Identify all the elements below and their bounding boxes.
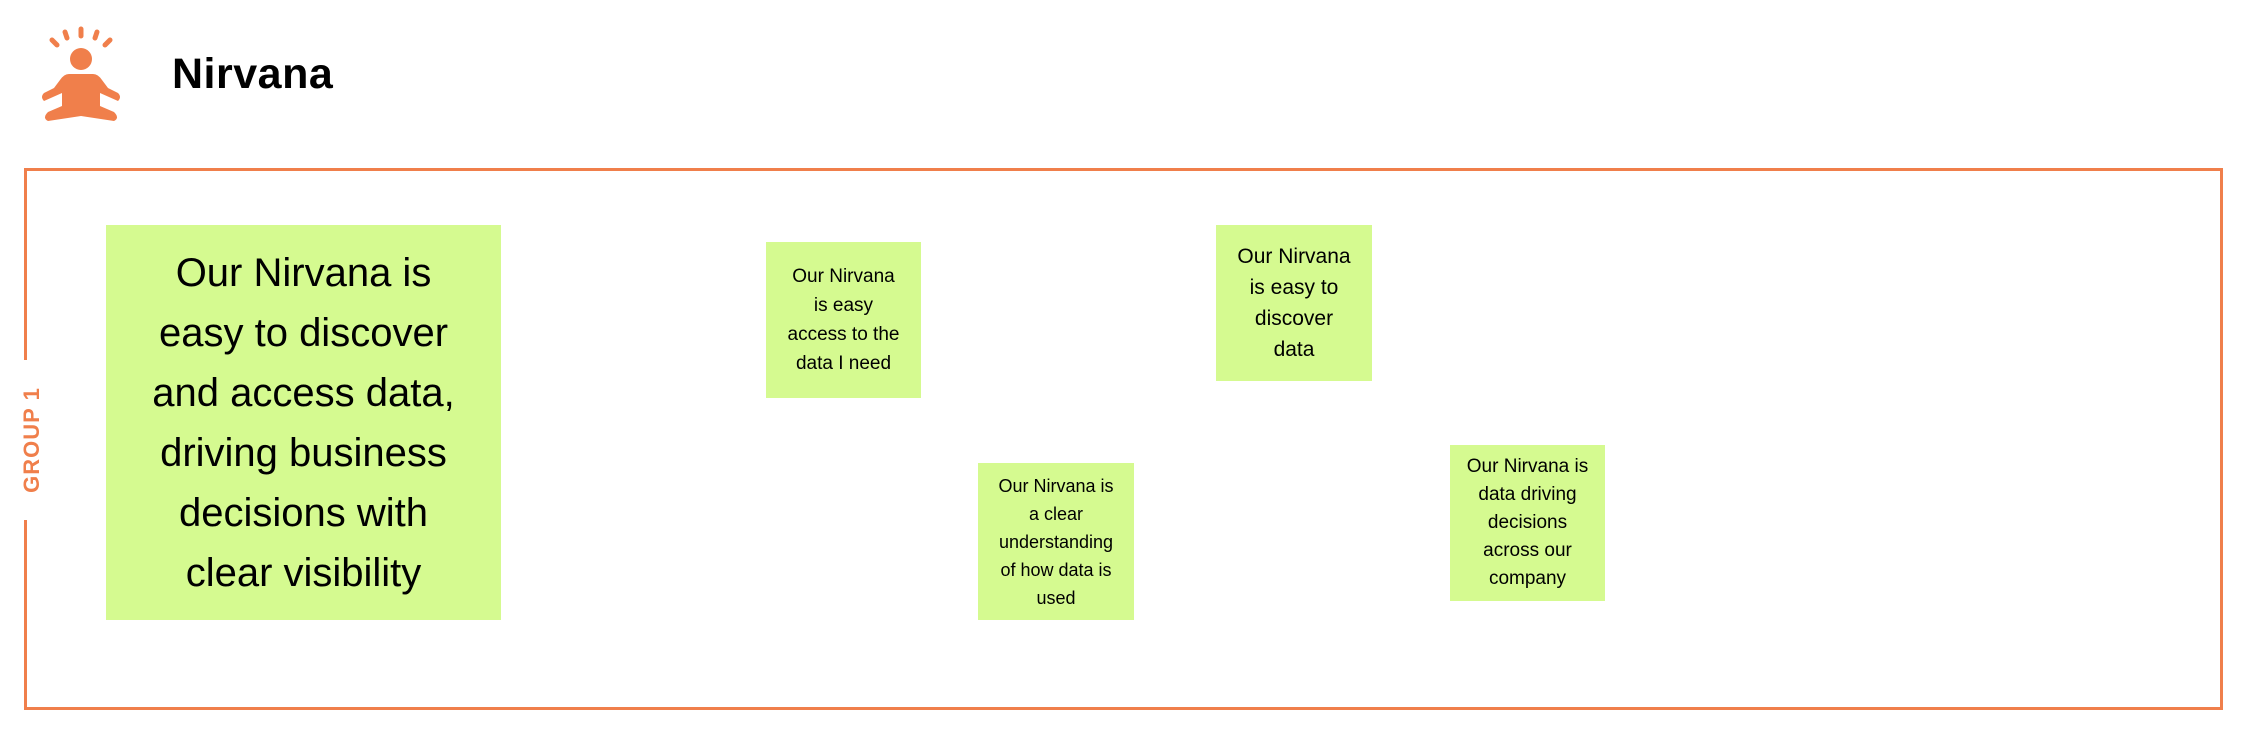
sticky-note[interactable]: Our Nirvana is a clear understanding of … (978, 463, 1134, 620)
sticky-note[interactable]: Our Nirvana is easy access to the data I… (766, 242, 921, 398)
sticky-note[interactable]: Our Nirvana is easy to discover and acce… (106, 225, 501, 620)
sticky-note[interactable]: Our Nirvana is data driving decisions ac… (1450, 445, 1605, 601)
meditation-icon (40, 24, 124, 130)
group-label[interactable]: GROUP 1 (19, 387, 44, 493)
sticky-note[interactable]: Our Nirvana is easy to discover data (1216, 225, 1372, 381)
page-title: Nirvana (172, 50, 334, 98)
